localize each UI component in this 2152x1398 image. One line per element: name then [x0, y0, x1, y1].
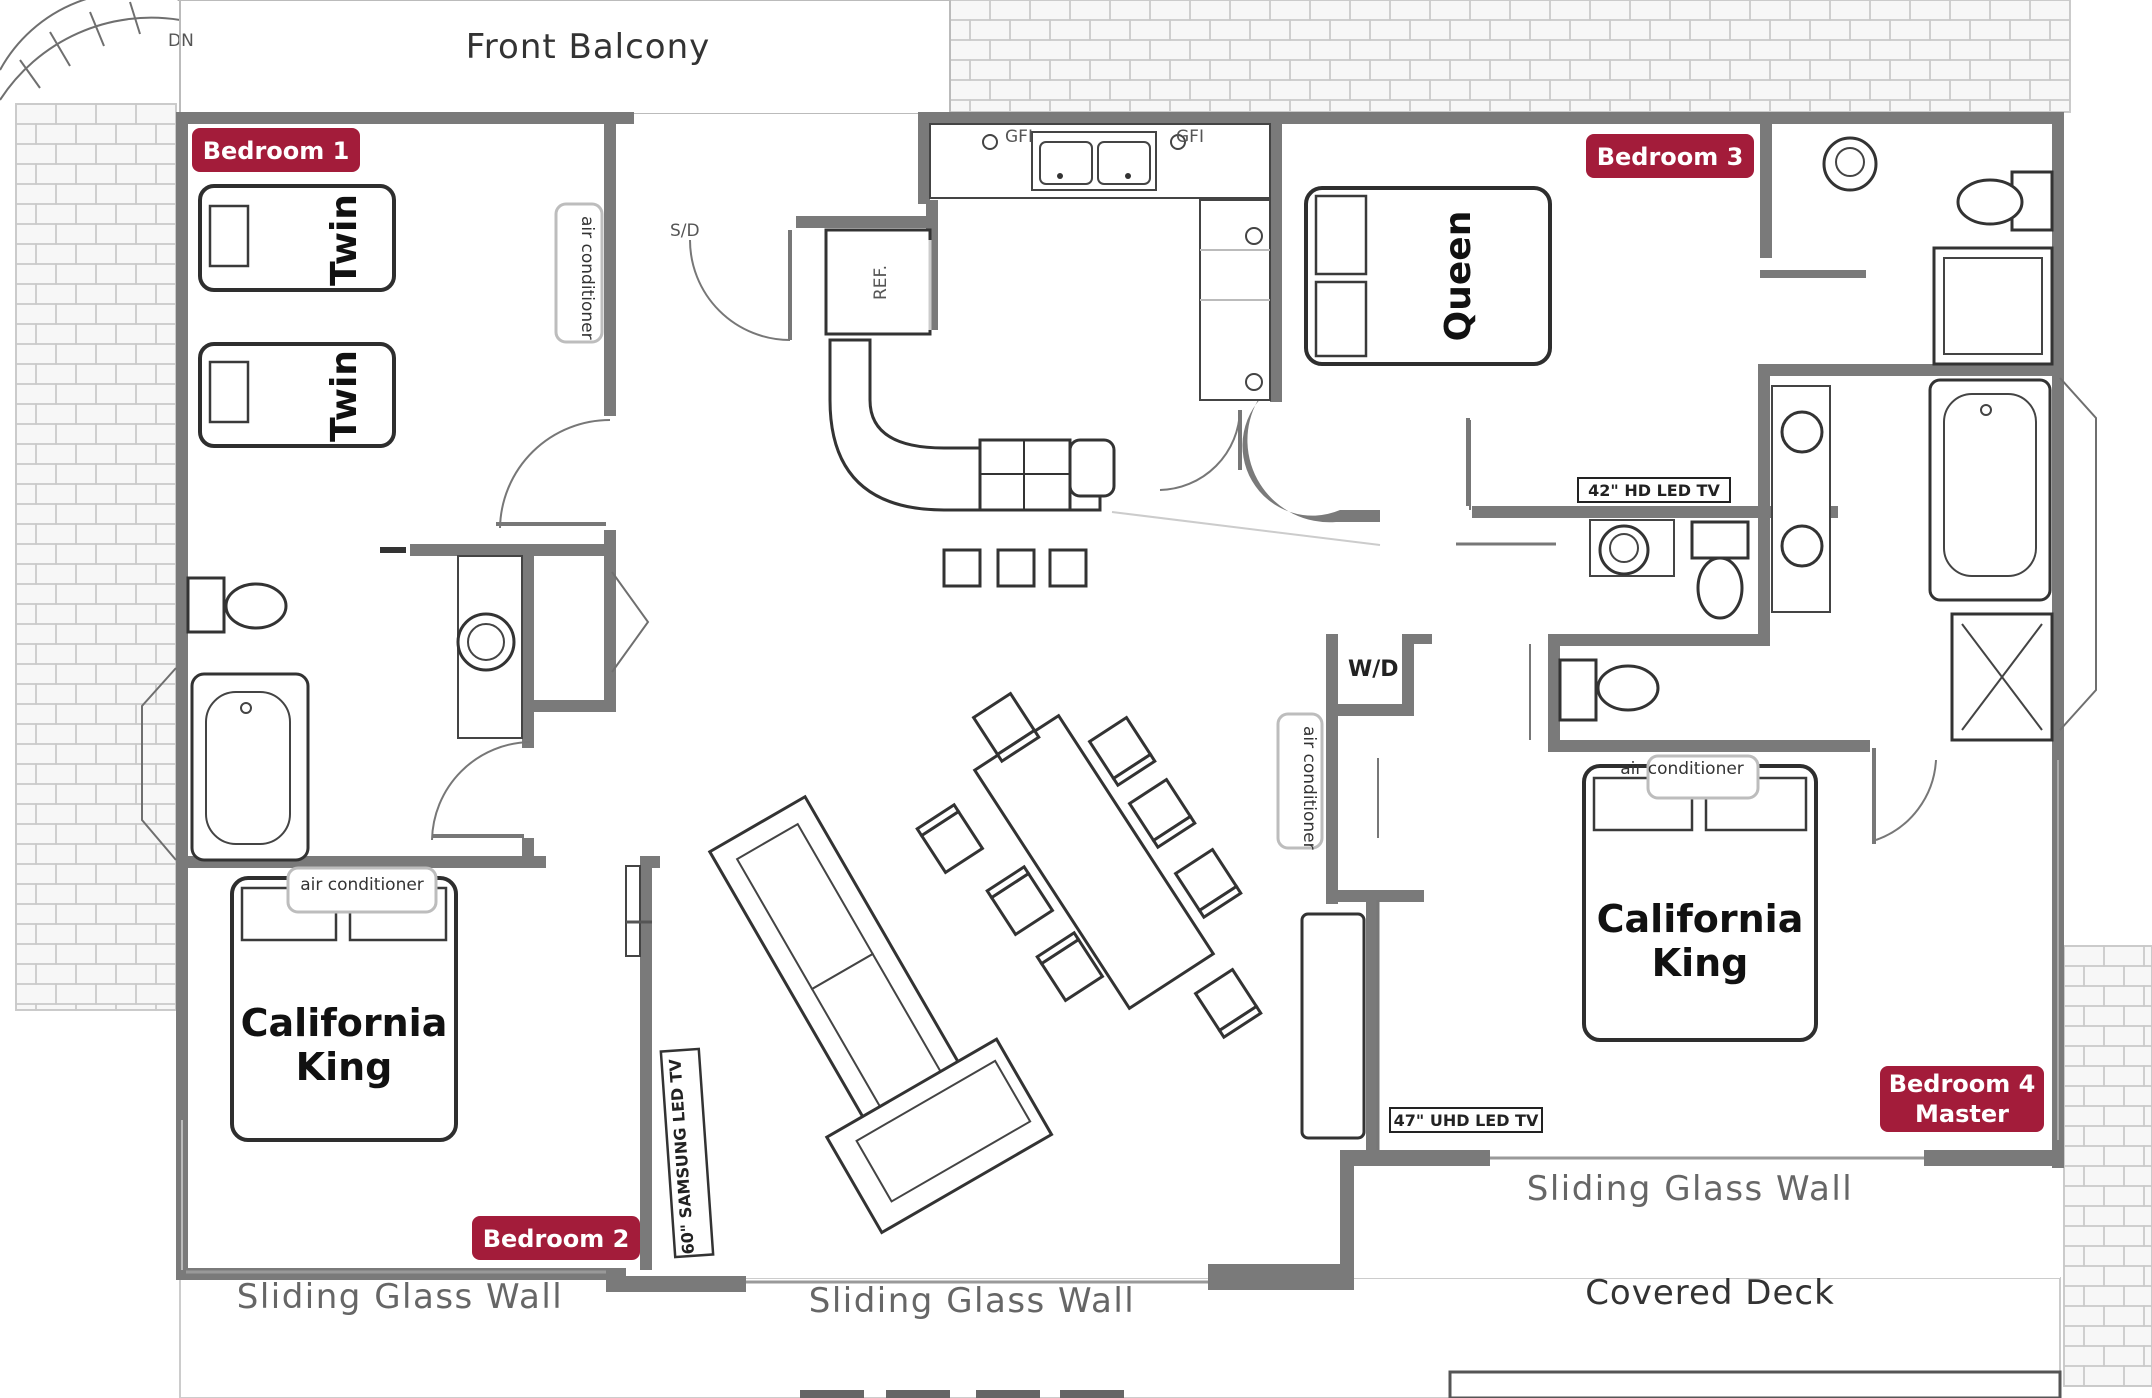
bed-king4-label-line2: King: [1652, 941, 1749, 985]
badge-bedroom1-text: Bedroom 1: [203, 137, 350, 165]
bedroom3-tv: [1577, 477, 1731, 503]
bed-king2-label-line2: King: [296, 1045, 393, 1089]
badge-bedroom3: Bedroom 3: [1586, 134, 1754, 178]
dining-chair: [971, 691, 1041, 764]
tv-label-bedroom3: 42" HD LED TV: [1588, 481, 1720, 500]
spiral-stair: [0, 0, 181, 110]
gfi-label-1: GFI: [1005, 127, 1033, 147]
ac-label-bedroom2: air conditioner: [300, 875, 424, 895]
dining-table: [915, 691, 1263, 1040]
dining-chair: [1173, 847, 1243, 920]
left-paving: [15, 103, 177, 1011]
bed-king4-label-line1: California: [1597, 897, 1804, 941]
badge-bedroom4-subtext: Master: [1915, 1100, 2009, 1128]
shared-bath: [1589, 519, 1750, 620]
badge-bedroom3-text: Bedroom 3: [1597, 143, 1744, 171]
dining-chair: [985, 864, 1055, 937]
interior-walls: [141, 112, 2097, 1270]
dining-chair: [1035, 930, 1105, 1003]
kitchen: [824, 123, 1381, 588]
glass-walls: [181, 1120, 1924, 1284]
ref-label: REF.: [871, 265, 891, 300]
badge-bedroom2-text: Bedroom 2: [483, 1225, 630, 1253]
badge-bedroom1: Bedroom 1: [192, 128, 360, 172]
badge-bedroom2: Bedroom 2: [472, 1216, 640, 1260]
bedroom4-bed: [1582, 754, 1818, 1042]
wd-label: W/D: [1348, 657, 1399, 682]
bed-twin-label-1: Twin: [324, 194, 365, 286]
bed-king2-label-line1: California: [241, 1001, 448, 1045]
sd-label: S/D: [670, 221, 700, 241]
bedroom2-bed: [230, 866, 458, 1142]
ac-unit-living: [1276, 712, 1324, 850]
dining-chair: [915, 802, 985, 875]
bedroom1-beds: [198, 184, 396, 448]
bedroom3-ensuite: [1822, 136, 2054, 366]
bedroom2-closet: [625, 865, 652, 957]
glass-wall-label-living: Sliding Glass Wall: [809, 1281, 1135, 1321]
front-balcony-label: Front Balcony: [466, 27, 711, 67]
tv-label-bedroom4: 47" UHD LED TV: [1394, 1111, 1539, 1130]
bedroom4-closet: [1300, 900, 1380, 1150]
glass-wall-label-bedroom2: Sliding Glass Wall: [237, 1277, 563, 1317]
ac-label-bedroom1: air conditioner: [577, 216, 597, 340]
sectional-sofa: [707, 794, 1054, 1235]
living-tv: [659, 1047, 715, 1259]
bed-queen-label: Queen: [1438, 211, 1479, 342]
ac-label-bedroom4: air conditioner: [1620, 759, 1744, 779]
bedroom3-bed: [1304, 186, 1552, 366]
dining-chair: [1127, 777, 1197, 850]
ac-label-living: air conditioner: [1299, 726, 1319, 850]
covered-deck-label: Covered Deck: [1585, 1273, 1835, 1313]
gfi-label-2: GFI: [1176, 127, 1204, 147]
bedroom3-closet: [1456, 418, 1556, 546]
glass-wall-label-bedroom4: Sliding Glass Wall: [1527, 1169, 1853, 1209]
top-right-paving: [949, 0, 2071, 113]
bed-twin-label-2: Twin: [324, 350, 365, 442]
right-paving: [2063, 945, 2152, 1387]
badge-bedroom4: Bedroom 4 Master: [1880, 1066, 2044, 1132]
dining-chair: [1087, 715, 1157, 788]
bedroom4-tv: [1389, 1107, 1543, 1133]
deck-step-marks: [800, 1390, 1124, 1398]
bedroom1-bath: [186, 547, 650, 862]
badge-bedroom4-text: Bedroom 4: [1889, 1070, 2036, 1098]
deck-railing: [1448, 1370, 2062, 1398]
dining-chair: [1193, 967, 1263, 1040]
ac-unit-bedroom1: [554, 202, 604, 344]
master-bath: [1558, 378, 2054, 742]
